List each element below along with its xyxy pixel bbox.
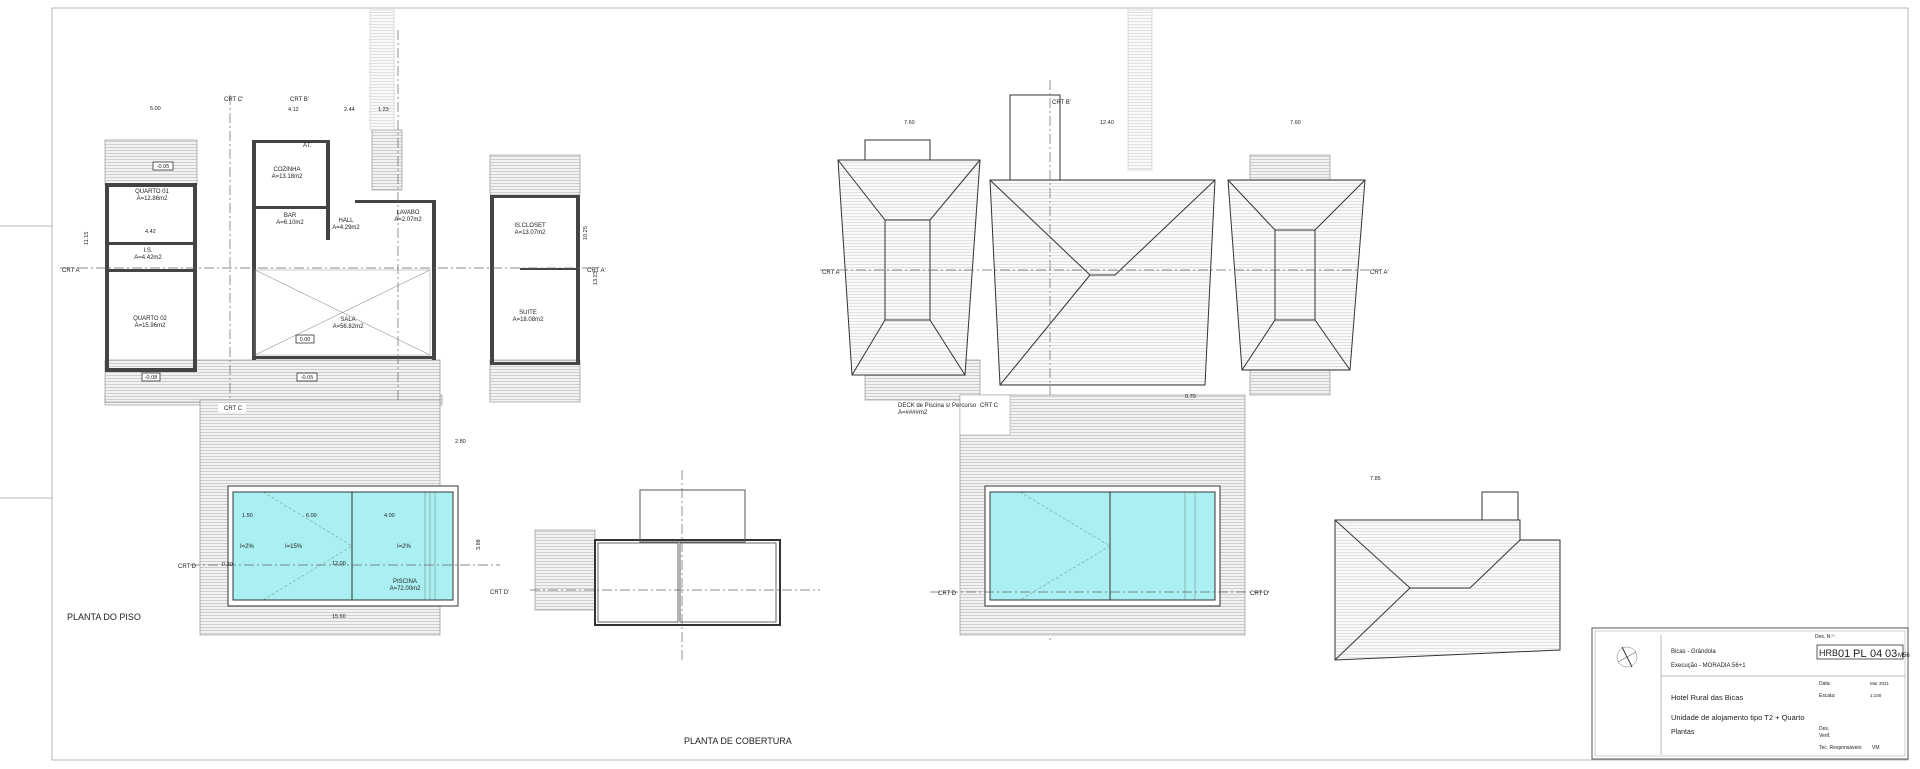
- dimension-label: 4.12: [288, 107, 299, 113]
- room-label-piscina: PISCINA: [393, 579, 417, 585]
- section-mark-d: CRT D: [178, 564, 197, 570]
- dimension-label: 4.42: [145, 229, 156, 235]
- dimension-label: 2.80: [455, 439, 466, 445]
- room-area: A=56.82m2: [333, 324, 365, 330]
- dimension-label: 3.88: [476, 539, 482, 550]
- slope-label: I=15%: [285, 544, 303, 550]
- room-area: A=13.18m2: [272, 174, 304, 180]
- section-mark-d: CRT D: [938, 591, 957, 597]
- date-label: Data:: [1819, 681, 1831, 687]
- dimension-label: 1.23: [378, 107, 389, 113]
- deck-label: DECK de Piscina s/ Percurso: [898, 403, 977, 409]
- code-part: 03: [1885, 648, 1897, 660]
- dimension-label: 5.00: [150, 106, 161, 112]
- designer-label: Des.: [1819, 726, 1829, 732]
- section-mark-a: CRT A: [822, 270, 839, 276]
- room-area: A=15.96m2: [135, 323, 167, 329]
- scale-label: Escala:: [1819, 693, 1835, 699]
- level-marker: 0.00: [300, 337, 311, 343]
- dimension-label: 13.23: [593, 271, 599, 285]
- scale-value: 1:100: [1870, 693, 1882, 698]
- date-value: Mar 2021: [1870, 681, 1890, 686]
- verified-label: Verif.: [1819, 733, 1830, 739]
- room-label-is: I.S.: [143, 248, 152, 254]
- level-marker: -0.08: [145, 375, 158, 381]
- room-area: A=72.00m2: [390, 586, 422, 592]
- roof-plan: CRT A CRT A' CRT B' 7.60 12.40 7.60 DECK…: [684, 9, 1561, 746]
- code-part: 01: [1838, 648, 1850, 660]
- dimension-label: 2.44: [344, 107, 355, 113]
- section-mark-b-prime: CRT B': [1052, 100, 1071, 106]
- section-mark-d-prime: CRT D': [1250, 591, 1269, 597]
- code-part: 04: [1870, 648, 1882, 660]
- room-label-quarto-01: QUARTO 01: [135, 189, 169, 195]
- drawing-number-label: Des. N.º:: [1815, 634, 1835, 640]
- code-part: PL: [1853, 648, 1866, 660]
- room-area: A=13.07m2: [515, 230, 547, 236]
- dimension-label: 15.60: [332, 614, 346, 620]
- room-label-sala: SALA: [340, 317, 355, 323]
- section-mark-a-prime: CRT A': [1370, 270, 1389, 276]
- dimension-label: 7.60: [1290, 120, 1301, 126]
- level-marker: -0.05: [157, 164, 170, 170]
- responsible-value: VM: [1872, 745, 1880, 751]
- section-mark-a-prime: CRT A': [587, 268, 606, 274]
- section-mark-b-prime: CRT B': [290, 97, 309, 103]
- responsible-label: Tec. Responsáveis:: [1819, 745, 1862, 751]
- room-area: A=12.86m2: [137, 196, 169, 202]
- dimension-label: 6.00: [306, 513, 317, 519]
- room-label-lavabo: LAVABO: [396, 210, 419, 216]
- code-part: M56: [1898, 653, 1910, 659]
- room-area: A=6.10m2: [276, 220, 304, 226]
- front-deck: [104, 359, 441, 403]
- room-label-at: AT.: [303, 143, 312, 149]
- pool-water: [232, 491, 454, 601]
- room-area: A=18.08m2: [513, 317, 545, 323]
- level-marker: -0.05: [301, 375, 314, 381]
- section-mark-c: CRT C: [224, 406, 243, 412]
- sheet-name: Plantas: [1671, 729, 1695, 736]
- title-block: Bicas - Grândola Execução - MORADIA 56+1…: [1591, 627, 1910, 760]
- small-unit-plan: [530, 470, 820, 660]
- sheet-border: [51, 7, 1909, 761]
- room-label-cozinha: COZINHA: [274, 167, 301, 173]
- dimension-label: 0.30: [222, 562, 233, 568]
- room-label-hall: HALL: [338, 218, 354, 224]
- room-area: A=4.42m2: [134, 255, 162, 261]
- dimension-label: 7.60: [904, 120, 915, 126]
- north-arrow-icon: [1616, 646, 1638, 668]
- deck-area: A=####m2: [898, 410, 928, 416]
- room-area: A=4.29m2: [332, 225, 360, 231]
- dimension-label: 7.85: [1370, 476, 1381, 482]
- section-mark-c: CRT C: [980, 403, 999, 409]
- room-label-quarto-02: QUARTO 02: [133, 316, 167, 322]
- room-label-bar: BAR: [284, 213, 297, 219]
- roof-plan-title: PLANTA DE COBERTURA: [684, 736, 792, 746]
- dimension-label: 4.00: [384, 513, 395, 519]
- slope-label: I=2%: [240, 544, 255, 550]
- room-area: A=2.07m2: [394, 217, 422, 223]
- dimension-label: 12.00: [332, 561, 346, 567]
- section-mark-c-prime: CRT C': [224, 97, 243, 103]
- project-name: Hotel Rural das Bicas: [1671, 693, 1743, 702]
- floor-plan-title: PLANTA DO PISO: [67, 612, 141, 622]
- code-part: HRB: [1819, 648, 1838, 658]
- drawing-subject: Unidade de alojamento tipo T2 + Quarto: [1671, 713, 1805, 722]
- location-text: Bicas - Grândola: [1671, 649, 1716, 655]
- room-label-is-closet: IS.CLOSET: [514, 223, 546, 229]
- dimension-label: 11.15: [84, 232, 90, 245]
- phase-text: Execução - MORADIA 56+1: [1671, 663, 1746, 669]
- dimension-label: 12.40: [1100, 120, 1114, 126]
- section-mark-a: CRT A: [62, 268, 79, 274]
- dimension-label: 0.70: [1185, 394, 1196, 400]
- pool-water-roof-plan: [989, 491, 1216, 601]
- slope-label: I=2%: [397, 544, 412, 550]
- dimension-label: 10.25: [583, 226, 589, 240]
- dimension-label: 1.50: [242, 513, 253, 519]
- section-mark-d-prime: CRT D': [490, 590, 509, 596]
- room-label-suite: SUITE: [519, 310, 537, 316]
- floor-plan: QUARTO 01 A=12.86m2 I.S. A=4.42m2 QUARTO…: [60, 9, 606, 636]
